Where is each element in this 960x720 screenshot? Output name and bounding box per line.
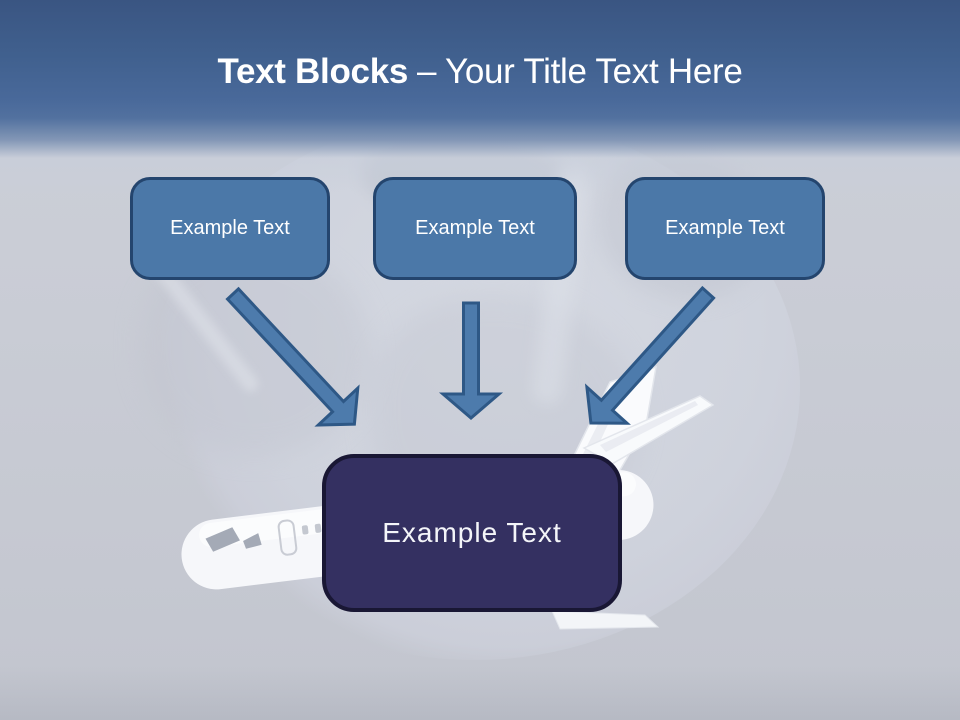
slide-title-primary: Text Blocks bbox=[217, 52, 409, 91]
text-block-2[interactable]: Example Text bbox=[373, 177, 577, 280]
text-block-3-label: Example Text bbox=[665, 217, 785, 239]
text-block-1-label: Example Text bbox=[170, 217, 290, 239]
text-block-1[interactable]: Example Text bbox=[130, 177, 330, 280]
slide-title-secondary: – Your Title Text Here bbox=[417, 52, 743, 91]
center-block[interactable]: Example Text bbox=[322, 454, 622, 612]
text-block-2-label: Example Text bbox=[415, 217, 535, 239]
header-band bbox=[0, 0, 960, 200]
bottom-shade bbox=[0, 665, 960, 720]
slide-title[interactable]: Text Blocks– Your Title Text Here bbox=[0, 50, 960, 94]
center-block-label: Example Text bbox=[382, 517, 562, 548]
text-block-3[interactable]: Example Text bbox=[625, 177, 825, 280]
